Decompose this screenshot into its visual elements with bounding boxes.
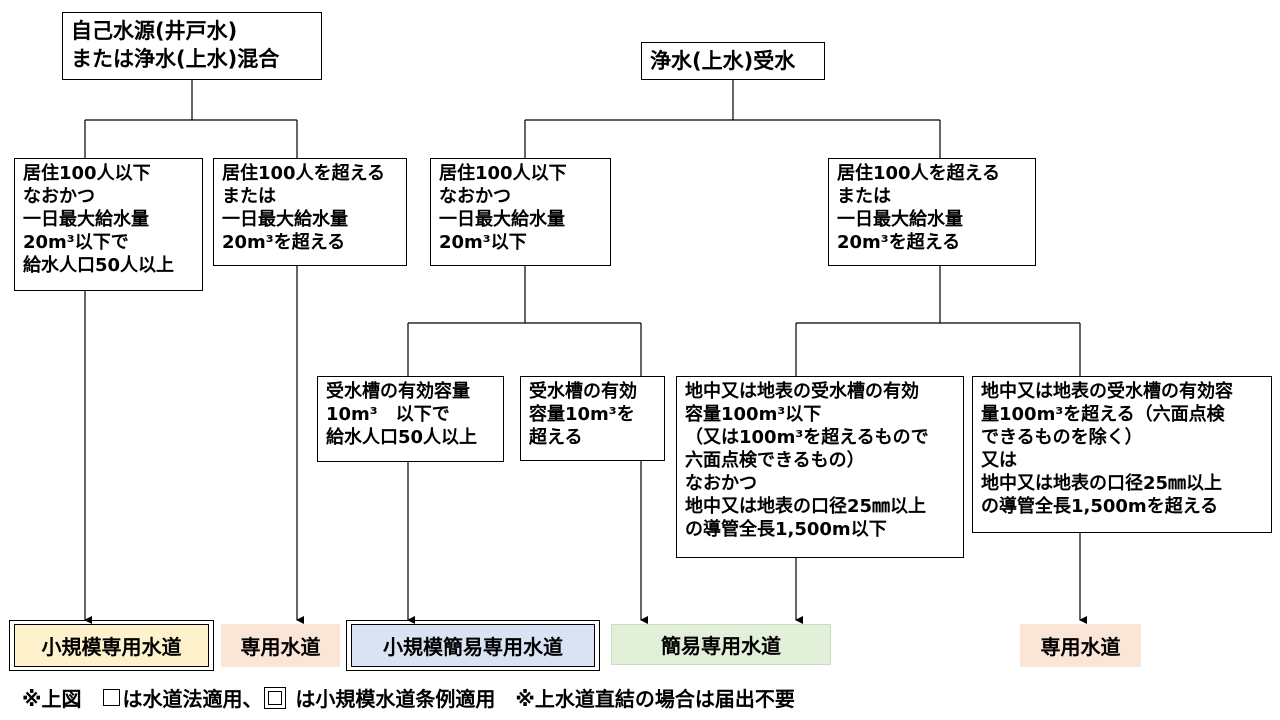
result-small-simple-private-frame <box>346 620 600 671</box>
result-small-private-waterworks: 小規模専用水道 <box>14 624 209 667</box>
purified-water-box: 浄水(上水)受水 <box>641 42 825 80</box>
condition-box-c3: 居住100人以下 なおかつ 一日最大給水量 20m³以下 <box>430 158 611 266</box>
condition-box-c5: 受水槽の有効容量 10m³ 以下で 給水人口50人以上 <box>317 376 504 462</box>
single-box-legend-icon <box>103 689 121 706</box>
condition-box-c1: 居住100人以下 なおかつ 一日最大給水量 20m³以下で 給水人口50人以上 <box>14 158 203 291</box>
result-simple-private-waterworks: 簡易専用水道 <box>611 624 831 665</box>
legend-footer: ※上図 は水道法適用、 は小規模水道条例適用 ※上水道直結の場合は届出不要 <box>22 683 795 712</box>
result-private-waterworks-2: 専用水道 <box>1020 624 1141 667</box>
result-private-waterworks-1: 専用水道 <box>221 624 340 667</box>
condition-box-c2: 居住100人を超える または 一日最大給水量 20m³を超える <box>213 158 407 266</box>
result-small-private-frame <box>9 620 214 671</box>
double-box-legend-icon <box>264 686 287 709</box>
result-small-simple-private-waterworks: 小規模簡易専用水道 <box>351 624 595 667</box>
condition-box-c6: 受水槽の有効 容量10m³を 超える <box>520 376 665 461</box>
own-source-box: 自己水源(井戸水) または浄水(上水)混合 <box>62 12 322 80</box>
condition-box-c8: 地中又は地表の受水槽の有効容 量100m³を超える（六面点検 できるものを除く）… <box>972 376 1272 533</box>
legend-prefix: ※上図 <box>22 687 102 711</box>
condition-box-c4: 居住100人を超える または 一日最大給水量 20m³を超える <box>828 158 1036 266</box>
legend-law-text: は水道法適用、 <box>122 687 263 711</box>
legend-ordinance-text: は小規模水道条例適用 ※上水道直結の場合は届出不要 <box>288 687 795 711</box>
condition-box-c7: 地中又は地表の受水槽の有効 容量100m³以下 （又は100m³を超えるもので … <box>676 376 964 558</box>
